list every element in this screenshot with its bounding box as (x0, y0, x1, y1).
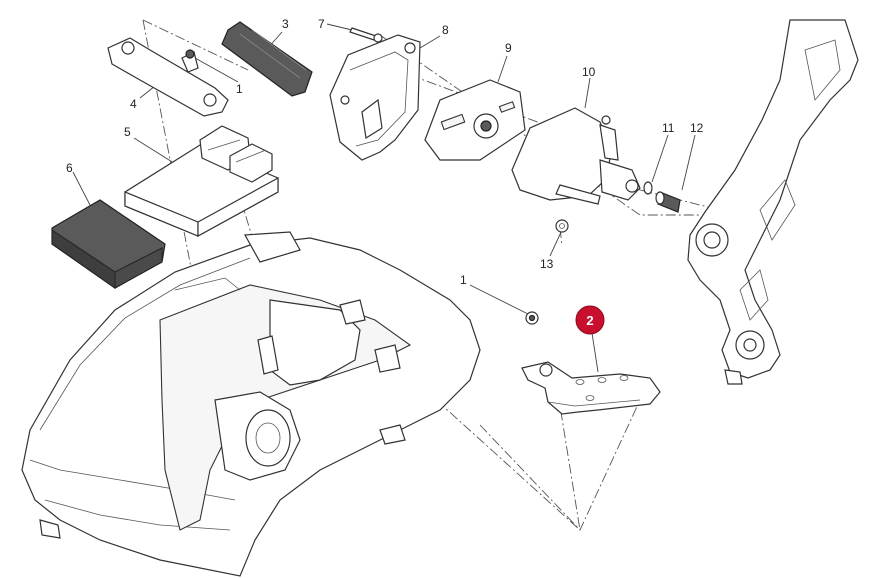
callout-3: 3 (282, 17, 289, 31)
callout-10: 10 (582, 65, 596, 79)
callout-5: 5 (124, 125, 131, 139)
part-5-control-unit (124, 125, 279, 238)
callout-1b: 1 (460, 273, 467, 287)
headlight-housing (21, 231, 481, 577)
callout-1a: 1 (236, 82, 243, 96)
part-13-nut (555, 219, 569, 233)
callout-6: 6 (66, 161, 73, 175)
part-1-screw (525, 311, 539, 325)
part-4-bracket (107, 37, 229, 117)
callout-labels: 1 3 4 5 6 7 8 9 10 11 12 13 1 (66, 17, 704, 287)
part-10-actuator (511, 107, 641, 205)
part-8-mount-plate (329, 34, 421, 161)
callout-11: 11 (662, 121, 675, 135)
part-6-foam-pad (51, 199, 166, 289)
frame-section (687, 19, 859, 385)
part-9-module (424, 79, 526, 161)
callout-4: 4 (130, 97, 137, 111)
part-3-rubber-strip (221, 21, 313, 97)
highlight-badge[interactable]: 2 (575, 305, 605, 335)
part-7-screw (349, 27, 383, 43)
part-2-bracket (521, 361, 661, 415)
part-12-stud (655, 191, 681, 213)
highlight-badge-number: 2 (586, 313, 593, 328)
callout-13: 13 (540, 257, 554, 271)
part-11-washer (643, 181, 653, 195)
callout-8: 8 (442, 23, 449, 37)
callout-7: 7 (318, 17, 325, 31)
callout-12: 12 (690, 121, 704, 135)
callout-9: 9 (505, 41, 512, 55)
